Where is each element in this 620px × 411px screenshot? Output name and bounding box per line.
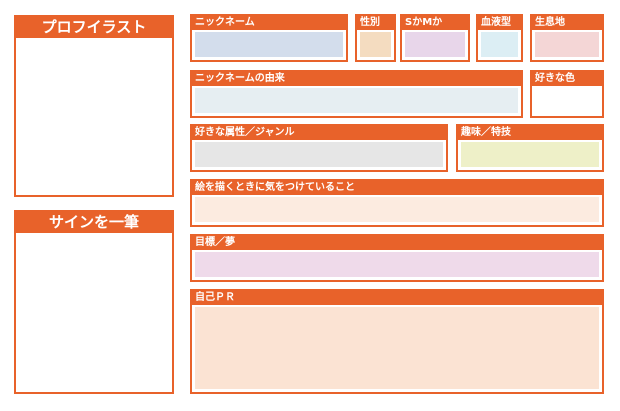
nickname-origin-input[interactable] [195, 88, 518, 113]
attributes-field: 好きな属性／ジャンル [190, 124, 448, 172]
nickname-origin-label: ニックネームの由来 [192, 72, 521, 86]
self-pr-field: 自己ＰＲ [190, 289, 604, 394]
sm-label: SかMか [402, 16, 468, 30]
goal-label: 目標／夢 [192, 236, 602, 250]
self-pr-input[interactable] [195, 307, 599, 389]
nickname-label: ニックネーム [192, 16, 346, 30]
signature-title: サインを一筆 [16, 212, 172, 233]
profile-illustration-area[interactable] [16, 38, 172, 195]
signature-area[interactable] [16, 233, 172, 392]
profile-illustration-title: プロフイラスト [16, 17, 172, 38]
favorite-color-field: 好きな色 [530, 70, 604, 118]
attributes-input[interactable] [195, 142, 443, 167]
blood-type-label: 血液型 [478, 16, 521, 30]
goal-field: 目標／夢 [190, 234, 604, 282]
hobby-input[interactable] [461, 142, 599, 167]
self-pr-label: 自己ＰＲ [192, 291, 602, 305]
nickname-origin-field: ニックネームの由来 [190, 70, 523, 118]
attributes-label: 好きな属性／ジャンル [192, 126, 446, 140]
gender-input[interactable] [360, 32, 391, 57]
favorite-color-input[interactable] [535, 88, 599, 113]
signature-panel: サインを一筆 [14, 210, 174, 394]
sm-input[interactable] [405, 32, 465, 57]
goal-input[interactable] [195, 252, 599, 277]
favorite-color-label: 好きな色 [532, 72, 602, 86]
drawing-tips-input[interactable] [195, 197, 599, 222]
blood-type-field: 血液型 [476, 14, 523, 62]
birthplace-label: 生息地 [532, 16, 602, 30]
gender-field: 性別 [355, 14, 396, 62]
hobby-field: 趣味／特技 [456, 124, 604, 172]
hobby-label: 趣味／特技 [458, 126, 602, 140]
blood-type-input[interactable] [481, 32, 518, 57]
profile-illustration-panel: プロフイラスト [14, 15, 174, 197]
birthplace-input[interactable] [535, 32, 599, 57]
drawing-tips-field: 絵を描くときに気をつけていること [190, 179, 604, 227]
nickname-field: ニックネーム [190, 14, 348, 62]
sm-field: SかMか [400, 14, 470, 62]
drawing-tips-label: 絵を描くときに気をつけていること [192, 181, 602, 195]
nickname-input[interactable] [195, 32, 343, 57]
birthplace-field: 生息地 [530, 14, 604, 62]
gender-label: 性別 [357, 16, 394, 30]
